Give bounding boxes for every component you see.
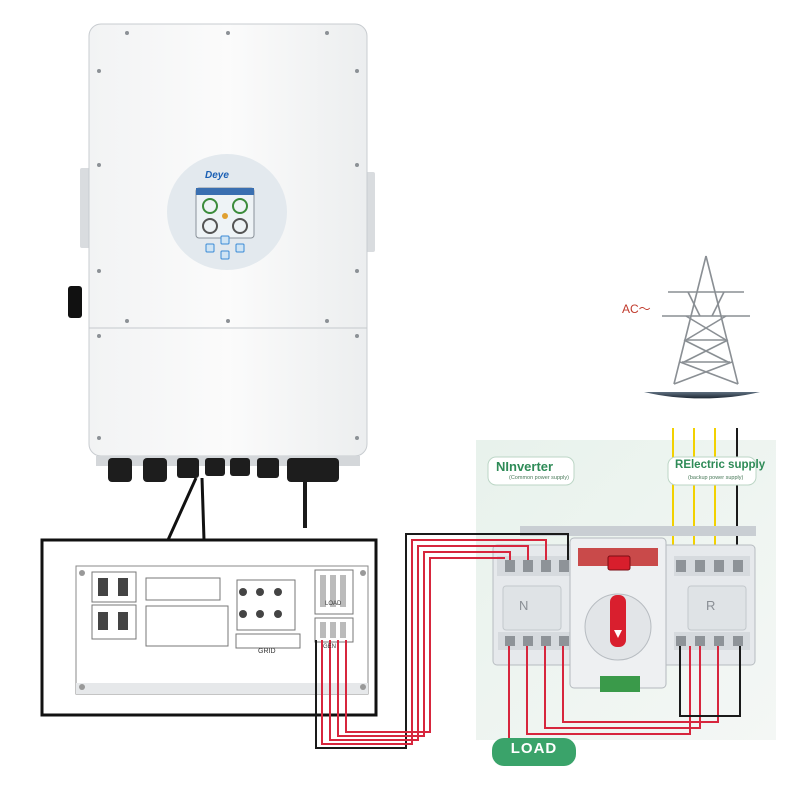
- n-bottom-terminals: [498, 632, 574, 650]
- load-badge: [492, 738, 576, 766]
- electric-supply-label-box: [667, 456, 757, 486]
- gen-terminal-label: GEN: [323, 644, 337, 650]
- r-bottom-terminals: [674, 632, 750, 650]
- inverter: [68, 23, 375, 528]
- power-tower: [644, 255, 760, 399]
- switch-mounting-rail: [520, 526, 756, 536]
- dc-switch-knob[interactable]: [68, 286, 82, 318]
- load-output-wires: [508, 646, 741, 738]
- grid-terminal-label: GRID: [258, 648, 276, 655]
- mains-wires: [672, 428, 738, 560]
- ac-label: AC～: [622, 302, 651, 316]
- lcd-screen: [195, 187, 255, 239]
- aux-connector: [600, 676, 640, 692]
- electric-supply-sublabel: (backup power supply): [688, 475, 744, 481]
- r-panel-label: R: [706, 598, 716, 613]
- up-button[interactable]: [220, 235, 230, 245]
- electric-supply-label: RElectric supply: [675, 459, 765, 471]
- load-terminal-label: LOAD: [325, 601, 342, 607]
- inverter-screws: [97, 31, 359, 440]
- inverter-sublabel: (Common power supply): [509, 475, 569, 481]
- n-section-panel: [502, 585, 562, 631]
- electric-supply-label-text: Electric supply: [683, 459, 766, 471]
- inverter-label-box: [487, 456, 575, 486]
- transfer-switch: [492, 526, 756, 692]
- ground-arc: [644, 392, 760, 399]
- terminal-box: [40, 538, 378, 717]
- n-top-terminals: [497, 556, 573, 576]
- inverter-label-text: Inverter: [505, 459, 554, 474]
- inverter-bottom-plate: [96, 456, 360, 466]
- control-buttons: [205, 235, 245, 260]
- n-panel-label: N: [519, 598, 529, 613]
- r-badge: R: [675, 459, 684, 471]
- r-top-terminals: [674, 556, 750, 576]
- switch-mode-button[interactable]: [607, 555, 631, 571]
- inverter-side-handle-left: [80, 168, 90, 248]
- esc-button[interactable]: [205, 243, 215, 253]
- load-label: LOAD: [510, 740, 558, 757]
- enter-button[interactable]: [235, 243, 245, 253]
- selector-handle[interactable]: [610, 595, 626, 647]
- selector-arrow-icon: [614, 630, 622, 638]
- r-section-panel: [687, 585, 747, 631]
- n-badge: N: [496, 459, 506, 474]
- inverter-to-switch-wires: [315, 533, 569, 749]
- down-button[interactable]: [220, 250, 230, 260]
- callout-lines: [166, 477, 206, 541]
- inverter-brand-logo: Deye: [205, 170, 229, 181]
- inverter-label: NInverter: [496, 459, 553, 474]
- cable-glands: [108, 458, 339, 482]
